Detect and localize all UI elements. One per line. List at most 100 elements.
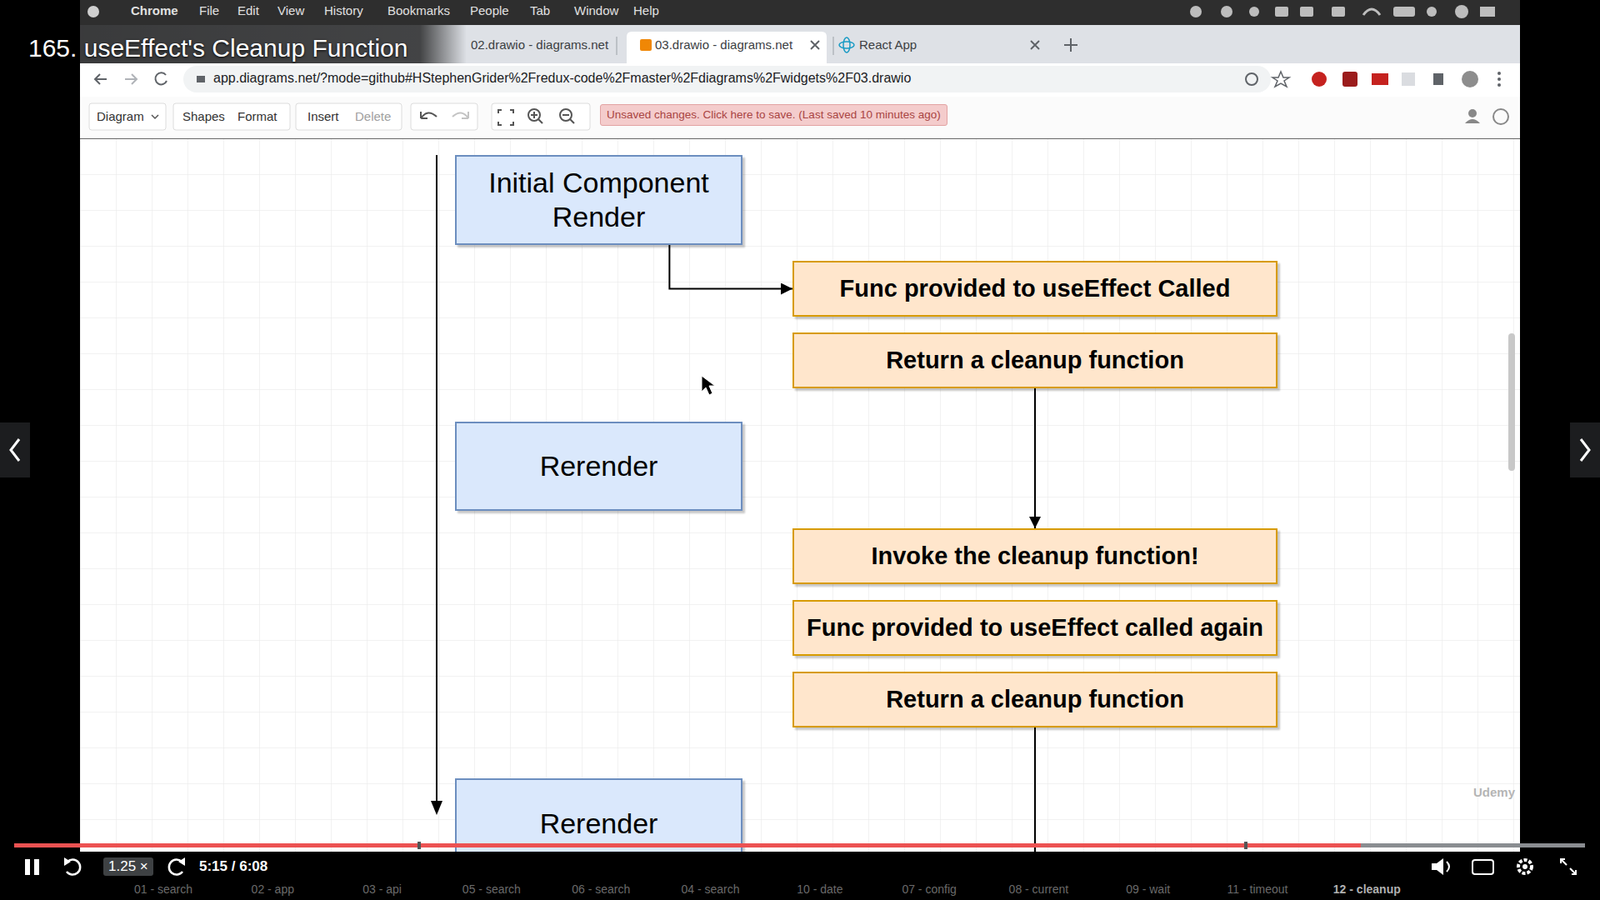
menu-dot (1497, 71, 1501, 75)
progress-marker (1244, 841, 1248, 850)
chapter-marker: 04 - search (680, 882, 740, 897)
unsaved-notice: Unsaved changes. Click here to save. (La… (600, 104, 948, 126)
user-icon (1455, 5, 1469, 19)
volume-icon (1446, 861, 1450, 872)
pause-icon (34, 859, 40, 875)
chapter-marker: 05 - search (462, 882, 521, 897)
status-icon (1275, 6, 1289, 17)
playback-time: 5:15 / 6:08 (199, 858, 268, 875)
toolbar-button-label: Insert (307, 109, 340, 125)
language-globe (1493, 109, 1509, 125)
menu-item: Edit (237, 3, 260, 19)
chapter-marker: 01 - search (134, 882, 193, 897)
back-button (95, 74, 107, 85)
status-icon (1220, 5, 1233, 18)
toolbar-button-label: Shapes (182, 109, 225, 125)
step-text: Rerender (540, 449, 659, 484)
chapter-marker: 10 - date (796, 882, 843, 897)
status-icon (1300, 6, 1314, 17)
step-text: Initial Component Render (468, 165, 730, 235)
react-favicon (843, 37, 850, 53)
tab-title: 02.drawio - diagrams.net (470, 37, 609, 53)
account-icon (1465, 119, 1480, 124)
drawio-toolbar (80, 96, 1520, 139)
account-icon (1468, 109, 1477, 118)
menu-icon (1480, 6, 1495, 17)
menu-dot (1497, 83, 1501, 87)
rewind-icon (66, 860, 80, 875)
mouse-cursor (701, 375, 715, 395)
rewind-icon (64, 857, 71, 866)
drawing-canvas (80, 139, 1520, 853)
menu-item: History (324, 3, 364, 19)
tab-title: 03.drawio - diagrams.net (655, 37, 793, 53)
menu-dot (1497, 77, 1501, 81)
bookmark-star (1272, 71, 1290, 87)
menu-item: Help (633, 3, 660, 19)
extension-icon (1342, 71, 1358, 87)
menu-item: Window (574, 3, 619, 19)
progress-track (14, 843, 1585, 848)
chevron-right (1580, 439, 1590, 461)
omnibox (183, 65, 1271, 93)
extensions-puzzle (1433, 73, 1444, 85)
react-favicon (839, 41, 855, 49)
step-text: Return a cleanup function (885, 685, 1185, 715)
chapter-marker: 03 - api (362, 882, 402, 897)
fullscreen-icon (1560, 859, 1576, 875)
title-shade (0, 25, 467, 64)
omnibox-icon (1245, 73, 1258, 85)
chapter-marker: 02 - app (251, 882, 295, 897)
chevron-left (10, 439, 20, 461)
browser-toolbar (80, 63, 1520, 97)
status-icon (1331, 6, 1345, 17)
forward-button (125, 74, 137, 85)
chapter-marker: 11 - timeout (1227, 882, 1289, 897)
toolbar-button-group (173, 103, 290, 130)
progress-marker (417, 841, 421, 850)
fit-icon (498, 110, 514, 125)
extension-icon (1401, 72, 1415, 86)
step-text: Invoke the cleanup function! (870, 541, 1199, 571)
effect-step-box: Return a cleanup function (792, 671, 1278, 728)
effect-step-box: Func provided to useEffect Called (792, 260, 1278, 317)
dropdown-chevron (151, 115, 159, 119)
extension-icon (1311, 71, 1327, 87)
toolbar-button-label: Diagram (96, 109, 145, 125)
tab-separator (616, 36, 618, 55)
step-text: Rerender (540, 806, 659, 841)
forward-icon (178, 857, 185, 866)
status-icon (1249, 6, 1260, 17)
zoom-out-icon (562, 115, 575, 124)
redo-icon (452, 111, 469, 119)
status-icon (1190, 5, 1202, 18)
toolbar-button-label: Format (237, 109, 278, 125)
volume-icon (1431, 858, 1444, 875)
step-text: Return a cleanup function (885, 345, 1185, 375)
battery-icon (1393, 6, 1415, 17)
search-icon (1426, 6, 1437, 17)
menu-item: Chrome (130, 3, 179, 19)
watermark: Udemy (1473, 785, 1515, 800)
progress-played (14, 843, 1361, 848)
toolbar-button-group (491, 103, 590, 130)
toolbar-border (80, 138, 1520, 140)
timeline-line (435, 155, 438, 803)
lock-icon (196, 75, 205, 83)
menu-item: Tab (530, 3, 550, 19)
tab-separator (833, 36, 835, 55)
profile-avatar (1461, 70, 1479, 88)
tab-title: React App (859, 37, 917, 53)
pause-icon (25, 859, 30, 875)
drawio-favicon (640, 39, 652, 51)
forward-icon (169, 860, 183, 875)
toolbar-button (89, 103, 166, 130)
address-url: app.diagrams.net/?mode=github#HStephenGr… (213, 70, 911, 86)
tab-close (1030, 40, 1040, 50)
control-bar (0, 851, 1600, 900)
chapter-marker: 07 - config (901, 882, 956, 897)
reload-button (155, 72, 167, 85)
menu-item: People (470, 3, 510, 19)
